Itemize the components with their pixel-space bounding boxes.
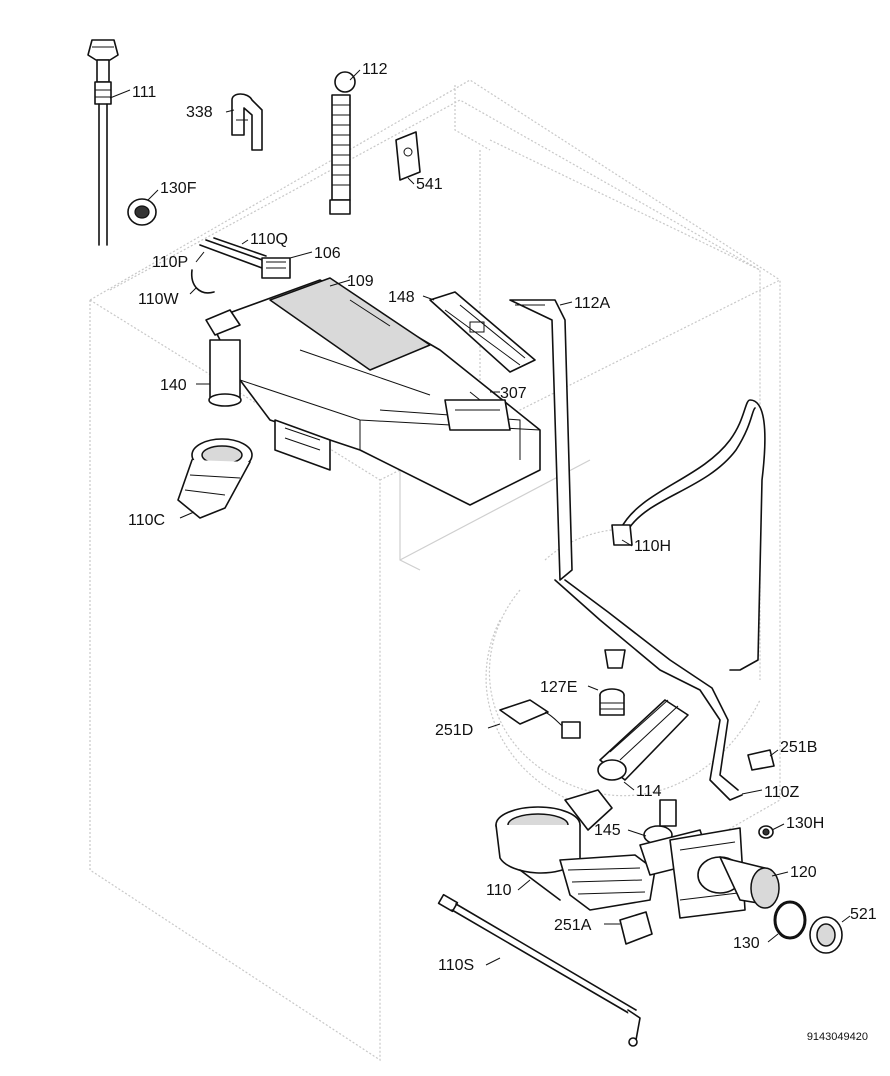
callout-307: 307 <box>500 385 527 402</box>
part-120-pump <box>669 827 780 919</box>
callout-120: 120 <box>790 864 817 881</box>
part-110-sump <box>495 789 656 911</box>
part-110S-rod <box>437 893 641 1047</box>
part-109-dispenser-housing <box>209 277 541 506</box>
part-338-hose-clip <box>231 93 263 151</box>
part-130-o-ring <box>773 900 807 940</box>
callout-110S: 110S <box>438 957 474 974</box>
callout-251D: 251D <box>435 722 473 739</box>
part-110H-hose <box>611 399 766 671</box>
callout-130H: 130H <box>786 815 824 832</box>
leader-lines <box>109 69 851 966</box>
part-251B-connector <box>747 749 775 771</box>
callout-109: 109 <box>347 273 374 290</box>
part-140-tube <box>205 309 242 407</box>
part-111-inlet-hose <box>87 39 119 246</box>
callout-110: 110 <box>486 882 512 899</box>
part-521-filter-cap <box>809 916 843 954</box>
callout-112A: 112A <box>574 295 611 312</box>
part-251A-connector <box>619 911 653 945</box>
part-110P-110Q-tubes <box>190 237 291 294</box>
callout-111: 111 <box>132 84 156 101</box>
drawing-code: 9143049420 <box>807 1031 868 1043</box>
callout-110P: 110P <box>152 254 188 271</box>
part-127E-coupler <box>599 649 626 716</box>
part-112A-long-hose <box>509 299 743 801</box>
callout-labels: 111 112 338 130F 541 110Q 110P 106 110W … <box>128 61 877 974</box>
callout-127E: 127E <box>540 679 577 696</box>
part-148-dispenser-lid <box>429 291 536 373</box>
callout-114: 114 <box>636 783 662 800</box>
part-110C-bellow <box>177 438 253 519</box>
callout-110H: 110H <box>634 538 671 555</box>
callout-110C: 110C <box>128 512 165 529</box>
callout-521: 521 <box>850 906 877 923</box>
part-130H-plug <box>758 825 774 839</box>
callout-110W: 110W <box>138 291 180 308</box>
part-114-hose <box>597 699 689 781</box>
callout-541: 541 <box>416 176 443 193</box>
callout-130: 130 <box>733 935 760 952</box>
part-541-bracket <box>395 131 421 181</box>
callout-251B: 251B <box>780 739 817 756</box>
part-251D-wiring <box>499 699 581 739</box>
part-307-drawer-insert <box>444 399 511 431</box>
callout-145: 145 <box>594 822 621 839</box>
callout-251A: 251A <box>554 917 592 934</box>
callout-338: 338 <box>186 104 213 121</box>
callout-140: 140 <box>160 377 187 394</box>
callout-148: 148 <box>388 289 415 306</box>
callout-130F: 130F <box>160 180 197 197</box>
callout-110Z: 110Z <box>764 784 800 801</box>
part-130F-nut <box>127 198 157 226</box>
part-112-corrugated-hose <box>329 71 356 215</box>
callout-112: 112 <box>362 61 388 78</box>
callout-110Q: 110Q <box>250 231 288 248</box>
callout-106: 106 <box>314 245 341 262</box>
